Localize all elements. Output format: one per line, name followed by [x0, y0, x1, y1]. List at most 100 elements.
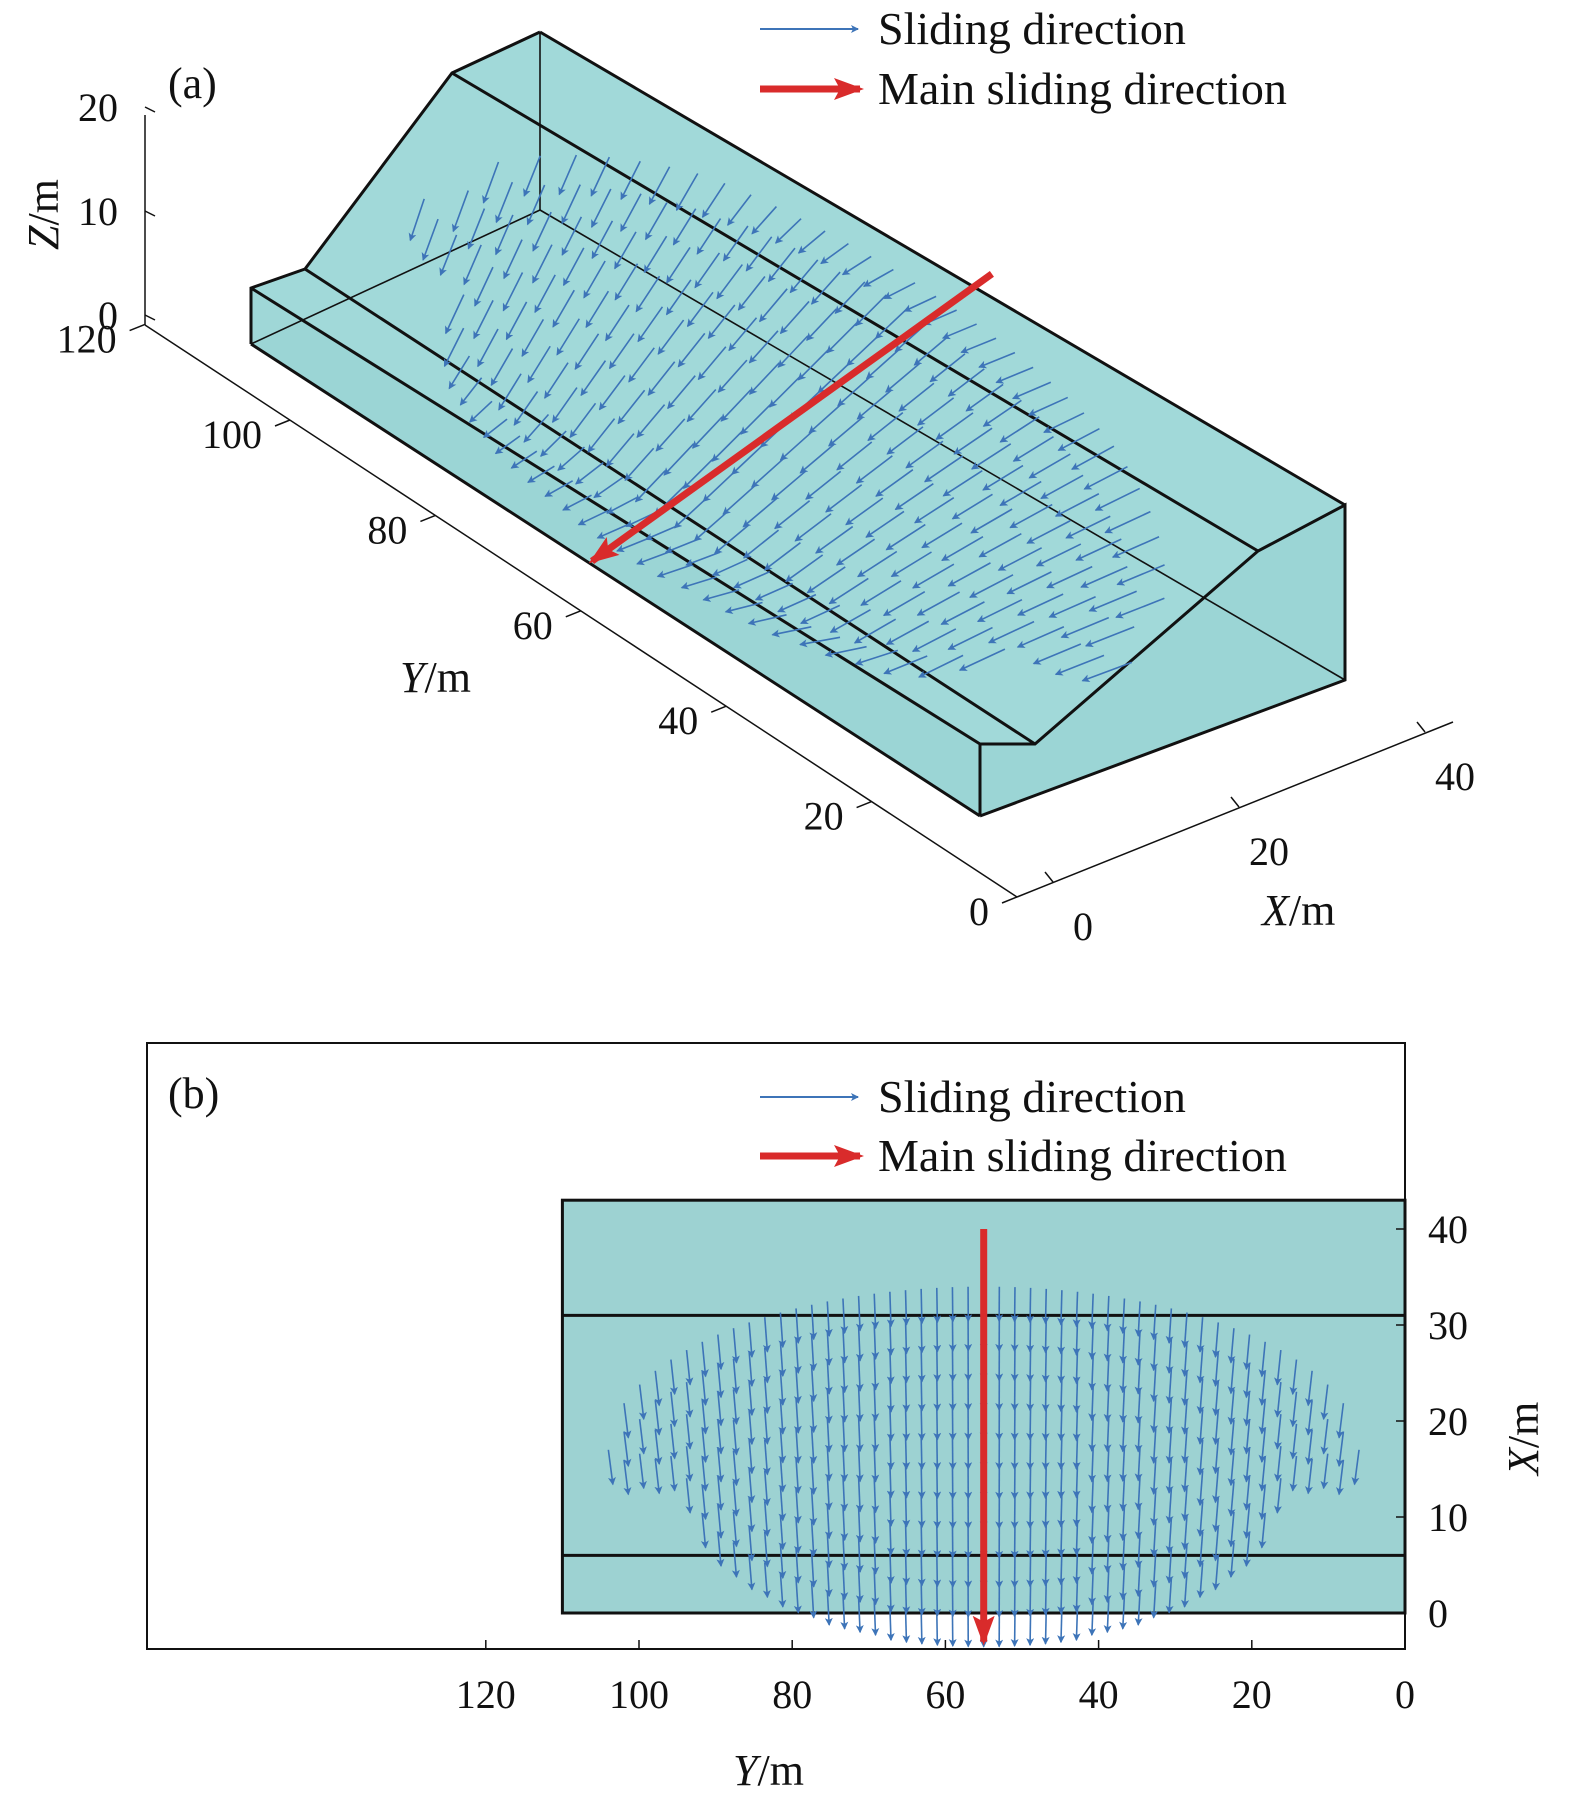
sliding-vector-plan [1026, 1463, 1035, 1500]
sliding-vector-plan [1243, 1531, 1252, 1568]
sliding-vector-plan [700, 1370, 709, 1406]
sliding-vector-plan [1103, 1567, 1112, 1604]
sliding-vector-3d [562, 247, 585, 287]
sliding-vector-plan [840, 1357, 849, 1394]
sliding-vector-plan [1134, 1301, 1143, 1337]
sliding-vector-3d [856, 389, 892, 420]
sliding-vector-plan [917, 1609, 926, 1645]
sliding-vector-plan [1041, 1551, 1050, 1587]
sliding-vector-plan [1134, 1474, 1143, 1511]
sliding-vector-plan [762, 1378, 771, 1415]
sliding-vector-plan [855, 1446, 864, 1483]
sliding-vector-3d [828, 577, 869, 605]
sliding-vector-3d [614, 263, 639, 301]
sliding-vector-plan [716, 1503, 725, 1539]
sliding-vector-plan [886, 1405, 895, 1442]
z-tick-label: 20 [78, 85, 118, 130]
sliding-vector-plan [1274, 1446, 1282, 1482]
sliding-vector-plan [1057, 1405, 1066, 1442]
sliding-vector-plan [902, 1405, 911, 1442]
sliding-vector-plan [917, 1434, 926, 1471]
sliding-vector-3d [771, 626, 812, 638]
sliding-vector-plan [716, 1447, 725, 1483]
sliding-vector-3d [805, 470, 842, 500]
sliding-vector-3d [837, 375, 872, 407]
sliding-vector-3d [1032, 643, 1082, 665]
sliding-vector-3d [655, 418, 686, 452]
sliding-vector-plan [1041, 1492, 1050, 1529]
sliding-vector-plan [1165, 1458, 1174, 1494]
sliding-vector-plan [1119, 1535, 1128, 1571]
sliding-vector-plan [933, 1493, 942, 1529]
sliding-vector-3d [913, 335, 949, 366]
x-axis-title-b: X/m [1499, 1402, 1548, 1477]
sliding-vector-plan [762, 1409, 771, 1445]
sliding-vector-3d [749, 362, 780, 395]
sliding-vector-3d [875, 469, 914, 497]
sliding-vector-3d [694, 252, 721, 289]
sliding-vector-plan [855, 1476, 864, 1513]
sliding-vector-3d [1083, 465, 1128, 490]
sliding-vector-3d [789, 259, 819, 294]
sliding-vector-3d [596, 523, 629, 539]
sliding-vector-3d [459, 377, 483, 406]
sliding-vector-plan [809, 1490, 818, 1526]
sliding-vector-plan [1057, 1376, 1066, 1413]
y-tick-mark [420, 514, 436, 523]
legend-b-main-label: Main sliding direction [878, 1130, 1287, 1181]
sliding-vector-plan [824, 1445, 833, 1482]
x-tick-label-b: 0 [1428, 1591, 1448, 1636]
sliding-vector-3d [751, 457, 786, 488]
sliding-vector-3d [825, 484, 863, 513]
x-axis-title: X/m [1260, 886, 1335, 935]
y-axis-title-b: Y/m [733, 1746, 804, 1795]
sliding-vector-3d [521, 318, 545, 357]
sliding-vector-plan [1088, 1416, 1097, 1452]
sliding-vector-3d [527, 465, 555, 483]
sliding-vector-plan [855, 1416, 864, 1453]
sliding-vector-plan [824, 1474, 833, 1511]
sliding-vector-3d [667, 375, 696, 410]
sliding-vector-plan [886, 1320, 895, 1356]
sliding-vector-3d [636, 404, 666, 439]
sliding-vector-3d [724, 601, 763, 614]
face-front-side [980, 505, 1345, 816]
sliding-vector-3d [799, 443, 835, 474]
sliding-vector-plan [1212, 1409, 1221, 1446]
sliding-vector-plan [1088, 1355, 1097, 1391]
sliding-vector-3d [616, 537, 649, 553]
sliding-vector-3d [1075, 538, 1122, 561]
y-axis-line [144, 324, 1018, 898]
sliding-vector-3d [468, 400, 493, 423]
sliding-vector-3d [445, 294, 465, 335]
y-tick-label-b: 100 [609, 1672, 669, 1717]
sliding-vector-3d [834, 281, 866, 314]
x-tick-label-b: 30 [1428, 1303, 1468, 1348]
sliding-vector-plan [1150, 1304, 1159, 1341]
sliding-vector-plan [1165, 1428, 1174, 1464]
sliding-vector-plan [1212, 1438, 1221, 1475]
sliding-vector-plan [1212, 1322, 1221, 1358]
sliding-vector-3d [474, 266, 494, 307]
sliding-vector-plan [793, 1398, 802, 1434]
sliding-vector-plan [1181, 1312, 1190, 1349]
sliding-vector-3d [614, 231, 637, 270]
sliding-vector-plan [700, 1513, 709, 1549]
sliding-vector-3d [777, 593, 817, 613]
sliding-vector-3d [745, 236, 773, 272]
sliding-vector-plan [1335, 1431, 1345, 1468]
sliding-vector-3d [544, 362, 569, 399]
sliding-vector-plan [1103, 1326, 1112, 1362]
sliding-vector-3d [628, 347, 655, 383]
sliding-vector-plan [871, 1355, 880, 1391]
sliding-vector-plan [809, 1521, 818, 1557]
sliding-vector-3d [605, 304, 630, 342]
sliding-vector-3d [505, 301, 528, 341]
sliding-vector-plan [685, 1414, 694, 1450]
sliding-vector-plan [1305, 1429, 1313, 1466]
sliding-vector-3d [502, 272, 524, 312]
sliding-vector-3d [924, 455, 964, 483]
sliding-vector-3d [664, 538, 699, 554]
sliding-vector-3d [583, 260, 606, 299]
sliding-vector-3d [1057, 428, 1100, 452]
